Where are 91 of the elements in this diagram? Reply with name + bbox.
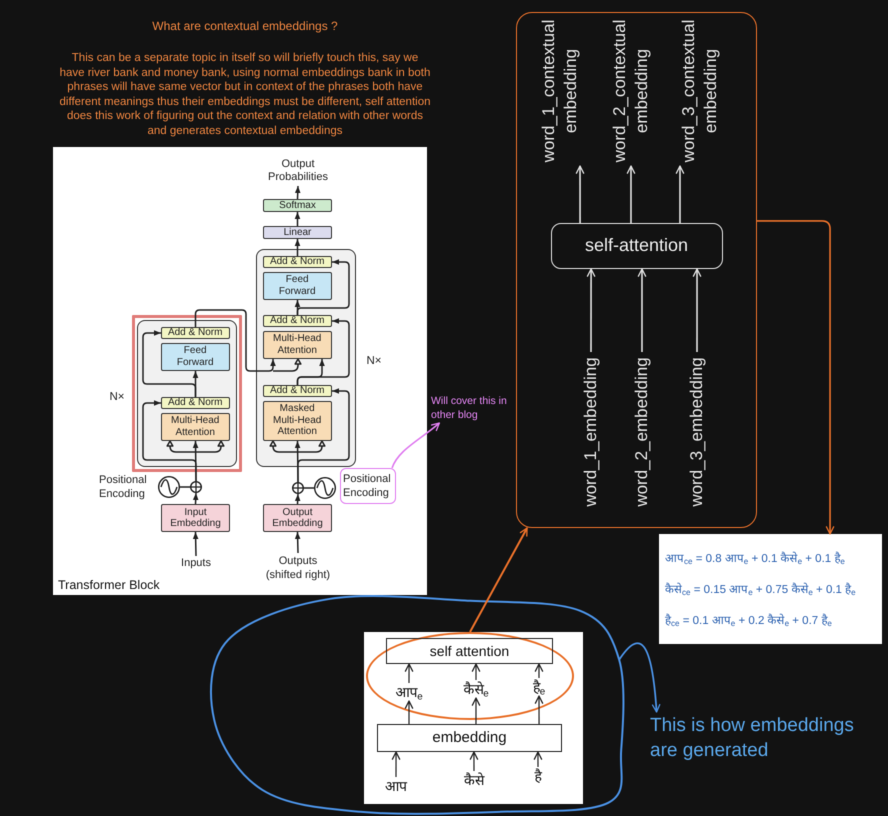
text-label: Output Probabilities (258, 156, 338, 186)
text-label: word_2_contextual embedding (604, 16, 656, 166)
connector-line (180, 486, 190, 488)
layer-box: Add & Norm (160, 396, 230, 409)
arrow (296, 318, 350, 385)
outline-panel (516, 12, 757, 528)
note-card (659, 534, 882, 644)
text-label: Positional Encoding (99, 473, 148, 502)
block-frame (256, 249, 356, 467)
arrow (294, 239, 300, 256)
arrow (194, 309, 302, 372)
sketch-box: embedding (376, 724, 562, 752)
arrow (294, 186, 301, 200)
layer-box: Add & Norm (160, 326, 230, 339)
arrow (192, 532, 198, 556)
sine-wave-symbol (314, 477, 336, 499)
heading-text: What are contextual embeddings ? (151, 18, 339, 34)
layer-box: Linear (263, 226, 332, 239)
arrow (534, 663, 544, 678)
layer-box: Add & Norm (262, 314, 332, 327)
adder-symbol (190, 481, 202, 493)
layer-box: Multi-Head Attention (262, 330, 332, 359)
repeat-label: N× (108, 391, 126, 405)
annotation-text: Will cover this in other blog (431, 393, 515, 423)
layer-box: Add & Norm (262, 384, 332, 397)
arrow (404, 700, 414, 724)
arrow (472, 697, 480, 724)
text-label: word_3_contextual embedding (674, 16, 726, 166)
arrow (269, 440, 326, 483)
arrow (586, 268, 596, 352)
arrow (470, 751, 478, 771)
sine-wave-symbol (158, 476, 180, 498)
arrow (392, 751, 400, 777)
figure-panel (53, 147, 427, 595)
annotation-text: This is how embeddings are generated (650, 712, 870, 764)
arrow (192, 492, 198, 504)
arrow (404, 663, 414, 683)
process-box: self-attention (550, 222, 722, 268)
layer-box: Masked Multi-Head Attention (262, 400, 332, 441)
arrow (576, 165, 584, 223)
handwritten-text: कैसे (452, 770, 496, 789)
arrow (142, 330, 196, 397)
layer-box: Feed Forward (160, 342, 230, 371)
arrow (676, 165, 684, 223)
equation-text: आप$_{ce}$ = 0.8 आप$_{e}$ + 0.1 कैसे$_{e}$ + 0.1 है$_{e}$ (665, 550, 846, 568)
equation-text: कैसे$_{ce}$ = 0.15 आप$_{e}$ + 0.75 कैसे$_{e}$ + 0.1 है$_{e}$ (665, 582, 857, 599)
layer-box: Multi-Head Attention (160, 412, 230, 441)
text-label: word_1_contextual embedding (534, 16, 586, 166)
handwritten-text: है (524, 766, 552, 785)
layer-box: Output Embedding (263, 504, 332, 532)
layer-box: Feed Forward (262, 272, 332, 300)
sketch-box: self attention (386, 638, 553, 664)
text-label: word_3_embedding (684, 352, 710, 512)
arrow (618, 642, 660, 713)
arrow (166, 440, 225, 482)
arrow (142, 400, 197, 481)
arrow (296, 259, 350, 315)
handwritten-text: है$_{e}$ (522, 678, 556, 696)
arrow (534, 751, 542, 767)
arrow (297, 388, 350, 482)
highlight-box: Positional Encoding (340, 468, 396, 504)
layer-box: Softmax (263, 199, 332, 212)
arrow (638, 268, 646, 352)
arrow (692, 268, 702, 352)
equation-text: है$_{ce}$ = 0.1 आप$_{e}$ + 0.2 कैसे$_{e}$ + 0.7 है$_{e}$ (665, 612, 833, 630)
text-label: Inputs (176, 556, 216, 570)
connector-line (304, 487, 314, 489)
arrow (626, 165, 636, 223)
caption-text: Transformer Block (58, 577, 161, 593)
sketch-panel (364, 632, 583, 804)
repeat-label: N× (365, 355, 383, 369)
layer-box: Input Embedding (161, 504, 230, 532)
arrow (391, 422, 440, 468)
arrow (294, 212, 300, 226)
handwritten-text: आप$_{e}$ (392, 682, 426, 701)
arrow (294, 532, 300, 554)
arrow (472, 663, 480, 680)
text-label: word_1_embedding (578, 352, 604, 512)
text-label: word_2_embedding (628, 352, 654, 512)
layer-box: Add & Norm (262, 256, 332, 268)
handwritten-text: आप (380, 776, 412, 795)
ellipse-outline (366, 632, 574, 720)
arrow (534, 695, 544, 724)
text-label: Outputs (shifted right) (262, 553, 334, 583)
handwritten-text: कैसे$_{e}$ (452, 680, 500, 698)
arrow (757, 220, 834, 535)
loop-outline (210, 595, 624, 816)
arrow (469, 527, 528, 632)
arrow (294, 494, 300, 504)
adder-symbol (292, 482, 304, 494)
paragraph-text: This can be a separate topic in itself so will briefly touch this, say we have river bank and money bank, using normal embeddings bank in both phrases will have same vector but in context of the phrases both have different meanings thus their embeddings must be different, self attention does this work of figuring out the context and relation with other words and generates contextual embeddings (58, 51, 432, 138)
